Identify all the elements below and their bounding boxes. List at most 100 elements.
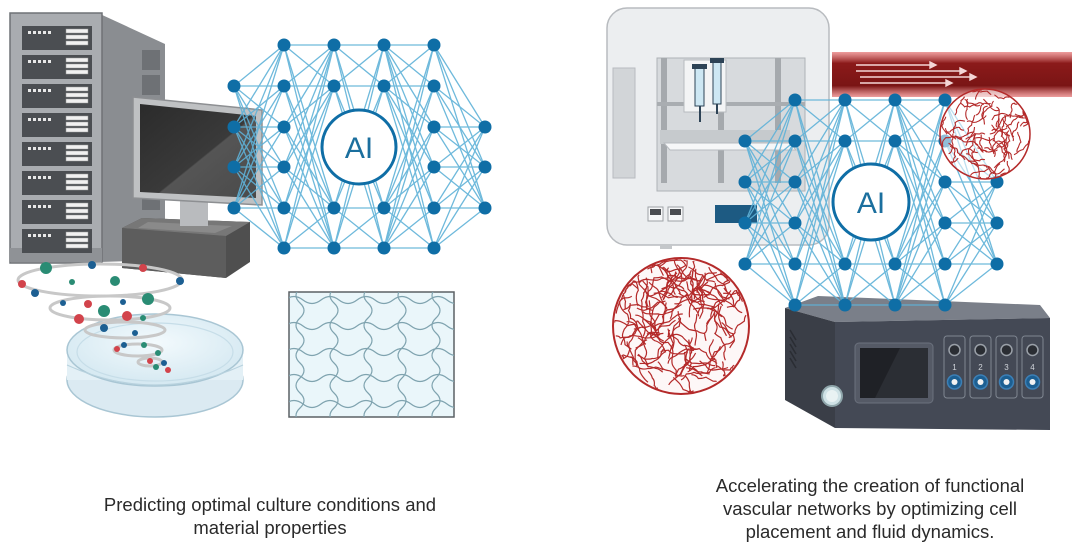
- caption-left-line-2: material properties: [40, 516, 500, 539]
- nn-node: [839, 135, 852, 148]
- left-panel: AI: [10, 13, 492, 438]
- nn-node: [789, 135, 802, 148]
- nn-node: [789, 176, 802, 189]
- nn-node: [378, 242, 391, 255]
- nn-node: [428, 242, 441, 255]
- particle: [140, 315, 146, 321]
- nn-node: [278, 80, 291, 93]
- nn-node: [991, 258, 1004, 271]
- nn-node: [479, 202, 492, 215]
- bioprinter-icon: [607, 8, 829, 249]
- nn-node: [228, 80, 241, 93]
- nn-node: [939, 176, 952, 189]
- nn-node: [328, 202, 341, 215]
- particle: [98, 305, 110, 317]
- nn-node: [889, 135, 902, 148]
- particle: [132, 330, 138, 336]
- nn-node: [939, 217, 952, 230]
- particle: [161, 360, 167, 366]
- vascular-spheroid-small-icon: [940, 89, 1030, 179]
- nn-node: [789, 299, 802, 312]
- nn-node: [991, 217, 1004, 230]
- pump-channel-label: 4: [1030, 363, 1035, 372]
- nn-node: [789, 258, 802, 271]
- caption-right-line-3: placement and fluid dynamics.: [660, 520, 1080, 543]
- nn-node: [428, 161, 441, 174]
- nn-node: [428, 202, 441, 215]
- particle: [84, 300, 92, 308]
- nn-node: [739, 176, 752, 189]
- nn-node: [739, 258, 752, 271]
- nn-node: [228, 121, 241, 134]
- pump-knob: [1001, 345, 1012, 356]
- particle: [88, 261, 96, 269]
- particle: [60, 300, 66, 306]
- perfusion-pump-icon: 1 2 3 4: [785, 296, 1050, 430]
- nn-node: [479, 161, 492, 174]
- right-panel: 1234 AI: [607, 8, 1072, 430]
- particle: [100, 324, 108, 332]
- nn-node: [839, 94, 852, 107]
- particle: [176, 277, 184, 285]
- nn-node: [789, 217, 802, 230]
- particle: [165, 367, 171, 373]
- nn-node: [328, 80, 341, 93]
- nn-node: [228, 202, 241, 215]
- nn-edge: [434, 208, 485, 248]
- pump-channel-label: 1: [952, 363, 957, 372]
- particle: [147, 358, 153, 364]
- nn-node: [889, 94, 902, 107]
- caption-right-line-1: Accelerating the creation of functional: [660, 474, 1080, 497]
- nn-node: [228, 161, 241, 174]
- pump-knob: [975, 345, 986, 356]
- nn-node: [789, 94, 802, 107]
- particle: [142, 293, 154, 305]
- blood-vessel-flow-icon: [832, 52, 1072, 97]
- particle: [139, 264, 147, 272]
- nn-node: [428, 80, 441, 93]
- caption-left-line-1: Predicting optimal culture conditions an…: [40, 493, 500, 516]
- nn-node: [278, 121, 291, 134]
- particle: [18, 280, 26, 288]
- pump-channel-label: 3: [1004, 363, 1009, 372]
- nn-edge: [745, 264, 795, 305]
- nn-edge: [434, 86, 485, 127]
- hydrogel-mesh-icon: [285, 288, 465, 438]
- nn-node: [889, 299, 902, 312]
- pump-knob: [1027, 345, 1038, 356]
- nn-node: [278, 242, 291, 255]
- nn-node: [939, 94, 952, 107]
- caption-right-line-2: vascular networks by optimizing cell: [660, 497, 1080, 520]
- nn-node: [428, 39, 441, 52]
- nn-node: [839, 299, 852, 312]
- pump-channel-label: 2: [978, 363, 983, 372]
- nn-node: [328, 242, 341, 255]
- nn-edge: [434, 127, 485, 248]
- particle: [110, 276, 120, 286]
- nn-node: [939, 258, 952, 271]
- nn-node: [378, 80, 391, 93]
- pump-knob: [949, 345, 960, 356]
- nn-node: [839, 258, 852, 271]
- nn-node: [278, 39, 291, 52]
- particle: [141, 342, 147, 348]
- particle: [69, 279, 75, 285]
- particle: [31, 289, 39, 297]
- nn-node: [278, 161, 291, 174]
- nn-edge: [234, 45, 284, 86]
- particle: [40, 262, 52, 274]
- particle: [155, 350, 161, 356]
- ai-label-left: AI: [345, 132, 373, 165]
- particle: [121, 342, 127, 348]
- nn-node: [278, 202, 291, 215]
- vascular-spheroid-large-icon: [613, 258, 749, 394]
- neural-network-left: AI: [228, 39, 492, 255]
- particle: [153, 364, 159, 370]
- nn-edge: [895, 141, 945, 182]
- particle: [114, 346, 120, 352]
- nn-edge: [945, 264, 997, 305]
- nn-node: [328, 39, 341, 52]
- particle: [122, 311, 132, 321]
- nn-node: [428, 121, 441, 134]
